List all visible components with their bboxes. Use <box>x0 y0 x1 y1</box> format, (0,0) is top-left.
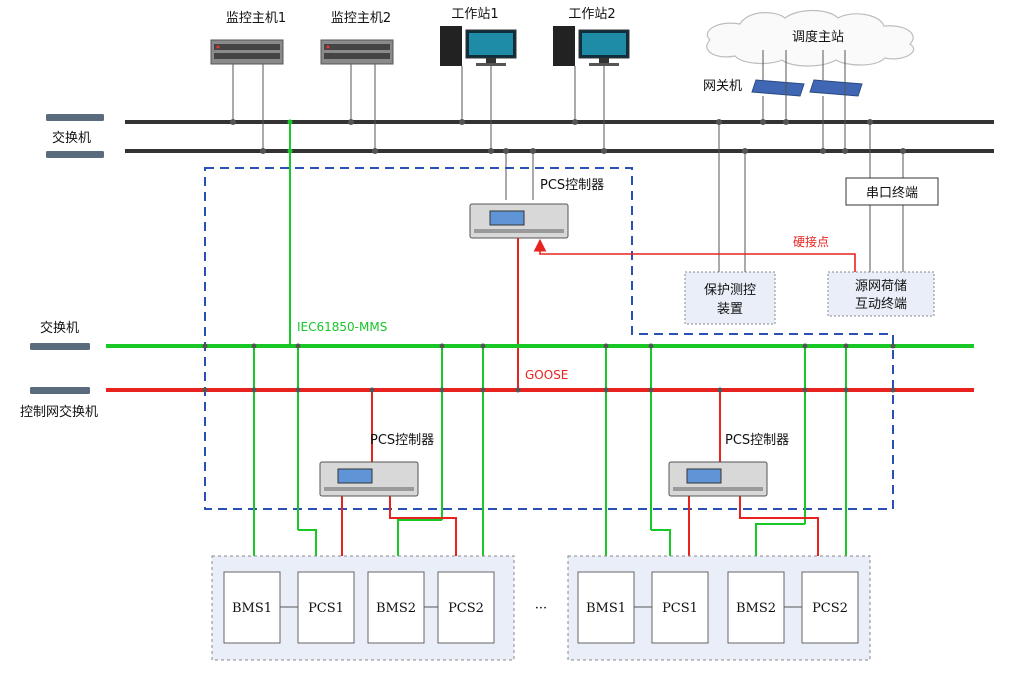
monitor1-icon <box>210 39 284 65</box>
ws1-icon <box>440 26 517 66</box>
switch-ctrl-label: 控制网交换机 <box>20 404 98 420</box>
protection-line2: 装置 <box>717 302 743 317</box>
gateway-label: 网关机 <box>703 79 742 94</box>
pcs-ctrl-right-label: PCS控制器 <box>725 433 789 448</box>
ws2-label: 工作站2 <box>568 7 615 22</box>
left-unit-boxes <box>223 571 495 644</box>
monitor1-label: 监控主机1 <box>226 11 286 26</box>
bus-junctions <box>202 343 896 393</box>
switch-top-label: 交换机 <box>52 130 91 146</box>
monitor2-icon <box>320 39 394 65</box>
ws1-label: 工作站1 <box>451 7 498 22</box>
left-group-links <box>253 346 484 572</box>
serial-terminal-label: 串口终端 <box>866 185 918 201</box>
dispatch-label: 调度主站 <box>792 29 844 45</box>
interaction-line2: 互动终端 <box>855 296 907 312</box>
left-pcs2: PCS2 <box>448 601 484 616</box>
left-pcs1: PCS1 <box>308 601 344 616</box>
switch-mid-icon <box>30 343 90 350</box>
switch-mid-label: 交换机 <box>40 320 79 336</box>
switch-ctrl-icon <box>30 387 90 394</box>
ellipsis: ··· <box>535 601 547 616</box>
right-bms1: BMS1 <box>586 601 626 616</box>
pcs-ctrl-top-label: PCS控制器 <box>540 178 604 193</box>
right-unit-boxes <box>577 571 859 644</box>
hard-contact-label: 硬接点 <box>793 234 829 249</box>
dispatch-cloud: 调度主站 <box>706 9 915 67</box>
right-group-dots <box>603 343 849 393</box>
left-bms2: BMS2 <box>376 601 416 616</box>
iec-label: IEC61850-MMS <box>297 320 387 334</box>
right-bms2: BMS2 <box>736 601 776 616</box>
pcs-control-region <box>204 167 894 510</box>
protection-box <box>684 271 776 325</box>
pcs-ctrl-left-label: PCS控制器 <box>370 433 434 448</box>
monitor2-label: 监控主机2 <box>331 11 391 26</box>
switch-top-icon <box>46 114 104 158</box>
pcs-controller-left-icon <box>319 461 419 497</box>
right-pcs2: PCS2 <box>812 601 848 616</box>
left-bms1: BMS1 <box>232 601 272 616</box>
hard-contact-line <box>533 238 856 272</box>
pcs-controller-top-icon <box>469 203 569 239</box>
left-group-dots <box>251 343 486 393</box>
interaction-box <box>827 271 935 317</box>
interaction-line1: 源网荷储 <box>855 279 907 294</box>
right-pcs1: PCS1 <box>662 601 698 616</box>
protection-line1: 保护测控 <box>704 283 756 298</box>
goose-label: GOOSE <box>525 368 568 382</box>
pcs-controller-right-icon <box>668 461 768 497</box>
serial-terminal-box <box>845 177 939 206</box>
top-device-links <box>230 50 906 272</box>
right-group-links <box>605 346 847 572</box>
ws2-icon <box>553 26 630 66</box>
gateway-icon <box>751 79 863 97</box>
